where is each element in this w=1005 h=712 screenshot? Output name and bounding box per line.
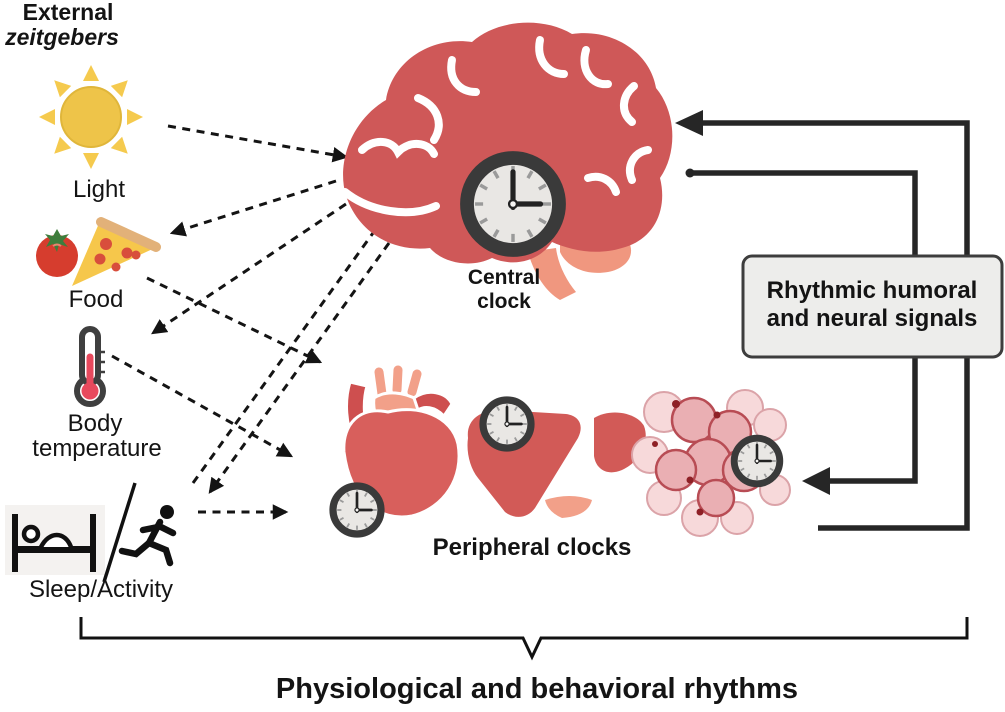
tomato-icon (36, 229, 78, 277)
arrow-body-temperature-to-peripheral-clocks (111, 354, 294, 458)
runner-icon (118, 505, 177, 567)
liver-clock-icon (483, 400, 531, 448)
bed-icon (12, 514, 96, 572)
bottom-caption: Physiological and behavioral rhythms (276, 673, 798, 705)
arrow-light-to-central-clock (167, 124, 349, 163)
arrow-central-clock-to-sleep-activity (208, 242, 391, 494)
central-clock-icon (467, 158, 559, 250)
adipose-clock-icon (734, 438, 780, 484)
thermometer-icon (74, 326, 106, 407)
sleep-activity-label: Sleep/Activity (29, 576, 173, 603)
signals-box-label-line2: and neural signals (767, 305, 978, 332)
arrow-central-clock-to-food (169, 179, 337, 237)
heart-clock-icon (333, 486, 381, 534)
brain-icon (341, 22, 673, 300)
arrow-sleep-activity-to-central-clock (191, 213, 388, 484)
pizza-icon (72, 217, 161, 286)
body-temperature-label-line1: Body (68, 410, 123, 437)
feedback-line-origin-dot (685, 168, 695, 178)
central-clock-label-line1: Central (468, 266, 540, 289)
dashed-arrows (111, 124, 391, 520)
feedback-arrowhead-to-central-clock (675, 110, 703, 136)
food-label: Food (69, 286, 124, 313)
peripheral-clocks-label: Peripheral clocks (433, 534, 632, 561)
external-zeitgebers-title-line1: External (23, 0, 114, 25)
feedback-loop: Rhythmic humoral and neural signals (675, 110, 1004, 531)
slash-divider (102, 482, 137, 583)
external-zeitgebers-title-line2: zeitgebers (4, 24, 119, 50)
feedback-arrowhead-to-peripheral-clocks (802, 467, 830, 495)
central-clock-label-line2: clock (477, 290, 531, 313)
bed-and-runner-icon (5, 482, 177, 583)
signals-box (741, 254, 1004, 359)
light-label: Light (73, 176, 125, 203)
food-icon (36, 217, 161, 286)
sun-icon (39, 65, 143, 169)
body-temperature-label-line2: temperature (32, 435, 161, 462)
signals-box-label-line1: Rhythmic humoral (767, 277, 978, 304)
bottom-brace (79, 617, 969, 661)
arrow-central-clock-to-body-temperature (151, 194, 359, 335)
